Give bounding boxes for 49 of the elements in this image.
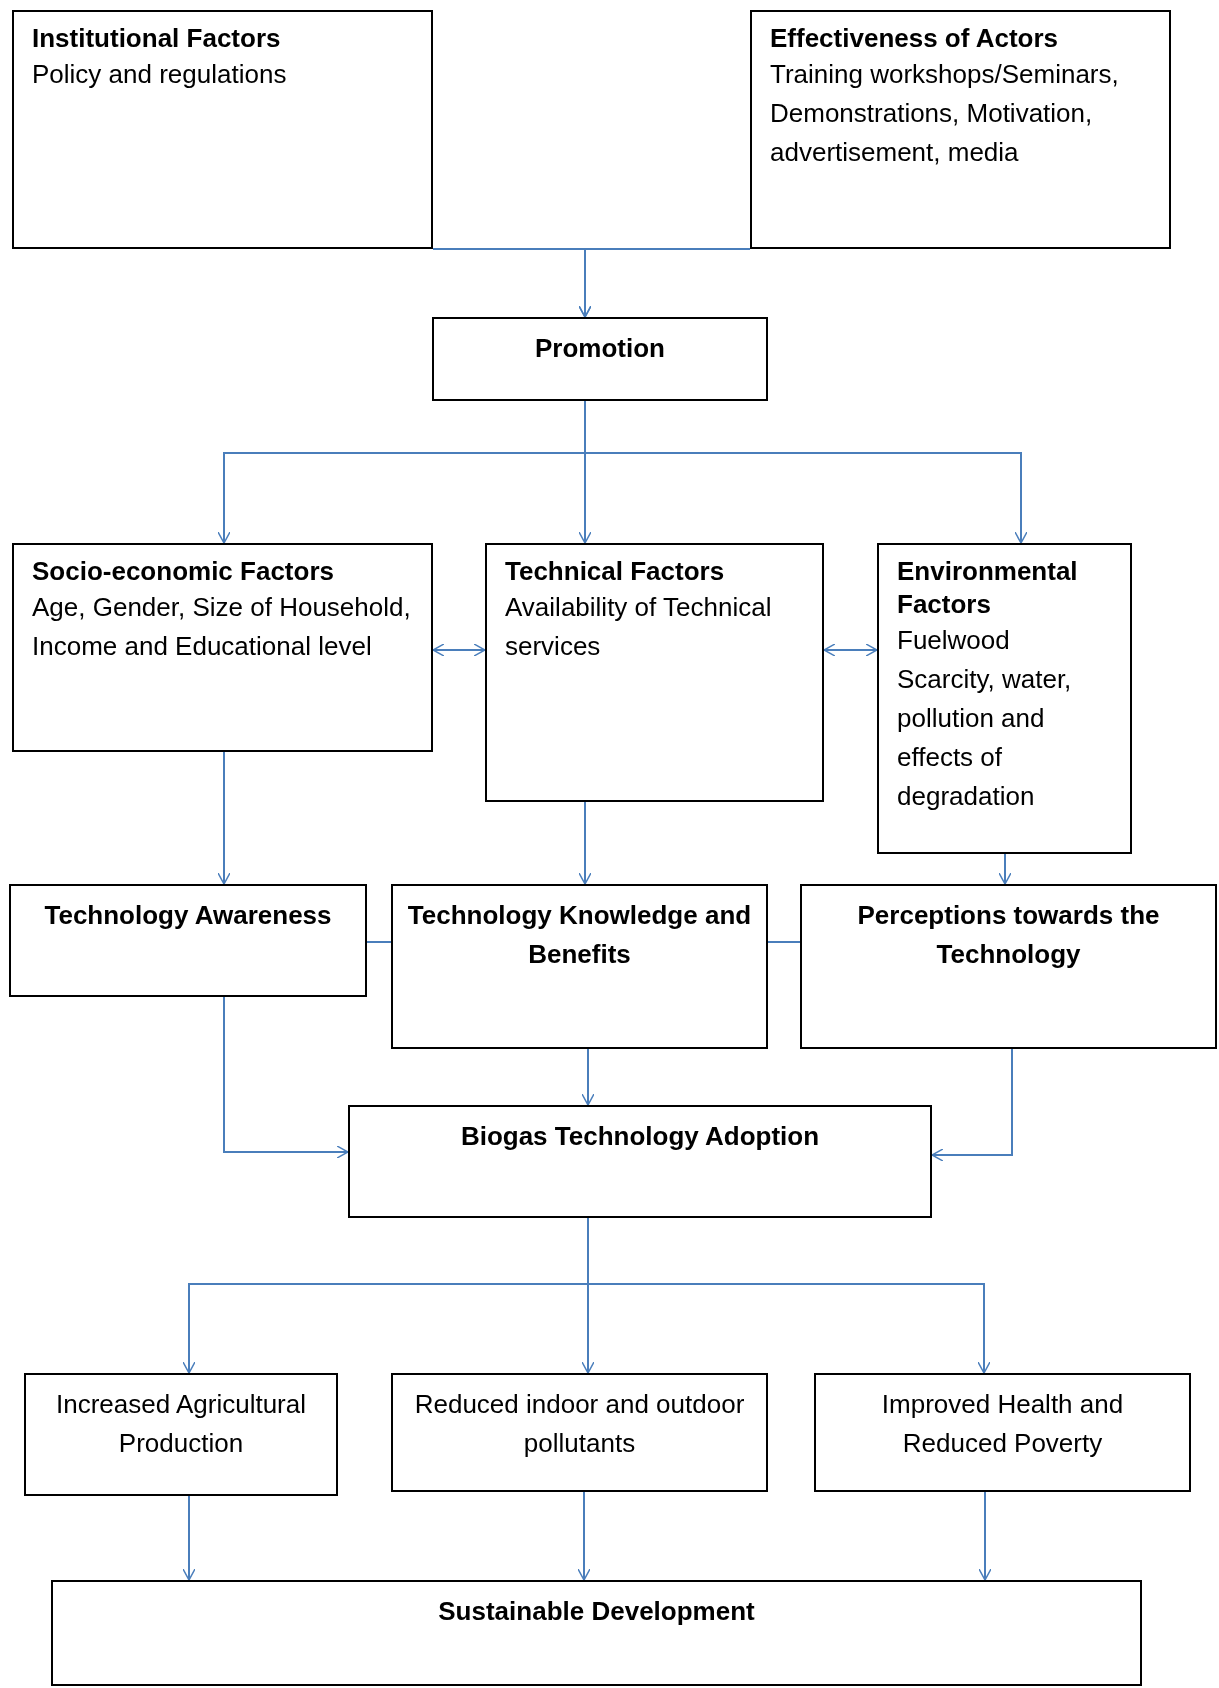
text-box	[12, 10, 433, 249]
box-heading: Technical Factors	[505, 555, 726, 588]
box-label: Perceptions towards the Technology	[856, 899, 1161, 971]
box-label: Biogas Technology Adoption	[459, 1120, 821, 1153]
arrow	[182, 1495, 196, 1581]
box-label: Sustainable Development	[437, 1595, 756, 1628]
arrow	[931, 1048, 1013, 1162]
arrow	[432, 643, 486, 657]
text-box	[814, 1373, 1191, 1492]
box-label: Increased Agricultural Production	[55, 1388, 307, 1460]
connector-line	[767, 941, 801, 943]
text-box	[750, 10, 1171, 249]
connector-line	[366, 941, 392, 943]
arrow	[223, 996, 349, 1159]
text-box	[391, 884, 768, 1049]
text-box	[24, 1373, 338, 1496]
arrow	[577, 1491, 591, 1581]
box-label: Technology Knowledge and Benefits	[407, 899, 752, 971]
arrow	[823, 643, 878, 657]
box-heading: Socio-economic Factors	[32, 555, 335, 588]
arrow	[578, 248, 751, 318]
arrow	[584, 400, 1028, 544]
arrow	[978, 1491, 992, 1581]
text-box	[800, 884, 1217, 1049]
box-heading: Institutional Factors	[32, 22, 282, 55]
arrow	[217, 751, 231, 885]
box-description: Policy and regulations	[32, 58, 288, 91]
box-description: Fuelwood Scarcity, water, pollution and effects of degradation	[897, 624, 1073, 813]
text-box	[877, 543, 1132, 854]
text-box	[391, 1373, 768, 1492]
box-description: Availability of Technical services	[505, 591, 773, 663]
text-box	[348, 1105, 932, 1218]
box-heading: Effectiveness of Actors	[770, 22, 1060, 55]
text-box	[485, 543, 824, 802]
arrow	[998, 853, 1012, 885]
arrow	[578, 801, 592, 885]
box-label: Improved Health and Reduced Poverty	[880, 1388, 1125, 1460]
box-description: Training workshops/Seminars, Demonstrations, Motivation, advertisement, media	[770, 58, 1120, 169]
box-label: Promotion	[534, 332, 666, 365]
box-label: Technology Awareness	[43, 899, 333, 932]
box-heading: Environmental Factors	[897, 555, 1079, 621]
box-label: Reduced indoor and outdoor pollutants	[413, 1388, 746, 1460]
text-box	[51, 1580, 1142, 1686]
box-description: Age, Gender, Size of Household, Income and Educational level	[32, 591, 412, 663]
arrow	[587, 1217, 991, 1374]
arrow	[581, 1048, 595, 1106]
text-box	[432, 317, 768, 401]
text-box	[12, 543, 433, 752]
text-box	[9, 884, 367, 997]
